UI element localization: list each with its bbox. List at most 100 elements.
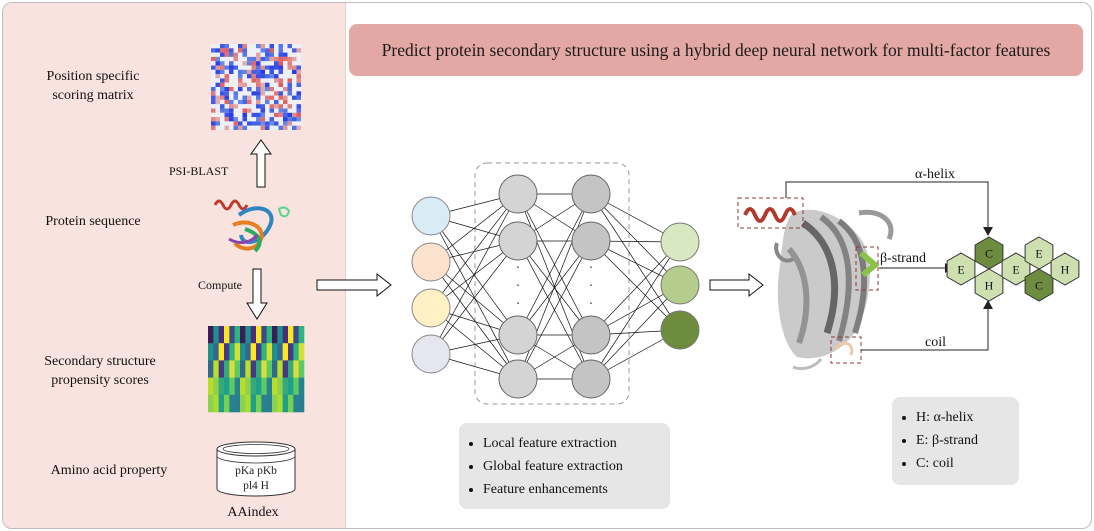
pssm-cell <box>269 99 274 105</box>
pssm-cell <box>296 74 301 79</box>
pssm-cell <box>287 74 292 79</box>
propensity-cell <box>266 377 273 396</box>
diagram-canvas: pKa pKb pl4 H · · · · · · <box>208 44 1080 497</box>
pssm-cell <box>269 87 274 92</box>
pssm-cell <box>278 108 283 113</box>
pssm-cell <box>256 112 261 118</box>
pssm-cell <box>292 95 297 100</box>
pssm-cell <box>260 61 265 66</box>
pssm-cell <box>220 78 225 83</box>
pssm-cell <box>256 95 261 100</box>
pssm-cell <box>274 104 279 109</box>
pssm-cell <box>215 87 220 92</box>
propensity-cell <box>208 377 214 396</box>
aaindex-props-line1: pKa pKb <box>235 465 277 477</box>
pssm-cell <box>265 44 270 49</box>
pssm-cell <box>292 125 297 130</box>
pssm-cell <box>229 44 234 49</box>
network-node <box>411 196 451 236</box>
propensity-cell <box>272 394 278 413</box>
pssm-cell <box>260 95 265 100</box>
pssm-cell <box>269 95 274 100</box>
pssm-cell <box>215 48 220 53</box>
pssm-cell <box>247 65 252 70</box>
pssm-cell <box>274 69 279 75</box>
pssm-cell <box>278 125 283 130</box>
pssm-cell <box>229 82 234 87</box>
pssm-cell <box>265 48 270 53</box>
strand-highlight <box>855 246 879 291</box>
helix-highlight <box>737 197 804 229</box>
propensity-cell <box>272 326 278 344</box>
pssm-cell <box>265 56 270 62</box>
pssm-cell <box>211 74 216 79</box>
pssm-cell <box>247 125 252 130</box>
feature-item: Local feature extraction <box>483 432 670 455</box>
propensity-cell <box>288 343 294 361</box>
pssm-cell <box>260 48 265 53</box>
propensity-cell <box>266 343 273 361</box>
pssm-cell <box>296 44 301 49</box>
pssm-cell <box>287 69 292 75</box>
pssm-cell <box>283 56 288 62</box>
pssm-cell <box>278 87 283 92</box>
propensity-cell <box>250 394 257 413</box>
propensity-cell <box>213 360 219 378</box>
pssm-cell <box>251 87 256 92</box>
pssm-cell <box>274 99 279 105</box>
pssm-cell <box>269 44 274 49</box>
hexagon-label: C <box>985 247 993 261</box>
pssm-cell <box>242 95 247 100</box>
pssm-cell <box>211 87 216 92</box>
hexagon-cell <box>1050 252 1080 286</box>
propensity-cell <box>261 343 267 361</box>
pssm-cell <box>238 125 243 130</box>
pssm-cell <box>260 78 265 83</box>
pssm-cell <box>269 74 274 79</box>
pssm-cell <box>292 117 297 122</box>
pssm-cell <box>224 104 229 109</box>
hexagon-label: E <box>1035 247 1042 261</box>
pssm-cell <box>256 44 261 49</box>
propensity-cell <box>229 377 235 396</box>
pssm-cell <box>256 117 261 122</box>
pssm-cell <box>296 99 301 105</box>
pssm-cell <box>247 52 252 57</box>
pssm-cell <box>242 52 247 57</box>
pssm-cell <box>229 108 234 113</box>
pssm-cell <box>242 125 247 130</box>
pssm-cell <box>224 112 229 118</box>
network-node <box>571 221 611 261</box>
pssm-cell <box>292 65 297 70</box>
beta-strand-label: β-strand <box>880 251 926 266</box>
pssm-cell <box>274 61 279 66</box>
pssm-cell <box>238 95 243 100</box>
pssm-cell <box>242 87 247 92</box>
pssm-cell <box>256 65 261 70</box>
pssm-cell <box>233 61 238 66</box>
coil-label: coil <box>925 335 946 350</box>
pssm-cell <box>233 48 238 53</box>
pssm-cell <box>233 108 238 113</box>
pssm-cell <box>251 99 256 105</box>
pssm-cell <box>220 121 225 126</box>
propensity-cell <box>250 326 257 344</box>
pssm-cell <box>247 91 252 96</box>
pssm-cell <box>242 91 247 96</box>
pssm-cell <box>256 87 261 92</box>
pssm-cell <box>265 125 270 130</box>
pssm-cell <box>215 82 220 87</box>
pssm-cell <box>215 52 220 57</box>
pssm-cell <box>287 44 292 49</box>
pssm-cell <box>292 87 297 92</box>
pssm-cell <box>265 95 270 100</box>
propensity-cell <box>240 326 246 344</box>
ellipsis-dot: · <box>516 261 521 276</box>
propensity-cell <box>298 360 305 378</box>
pssm-cell <box>283 69 288 75</box>
pssm-cell <box>269 52 274 57</box>
propensity-cell <box>288 394 294 413</box>
pssm-cell <box>224 121 229 126</box>
propensity-cell <box>245 394 251 413</box>
pssm-cell <box>242 65 247 70</box>
